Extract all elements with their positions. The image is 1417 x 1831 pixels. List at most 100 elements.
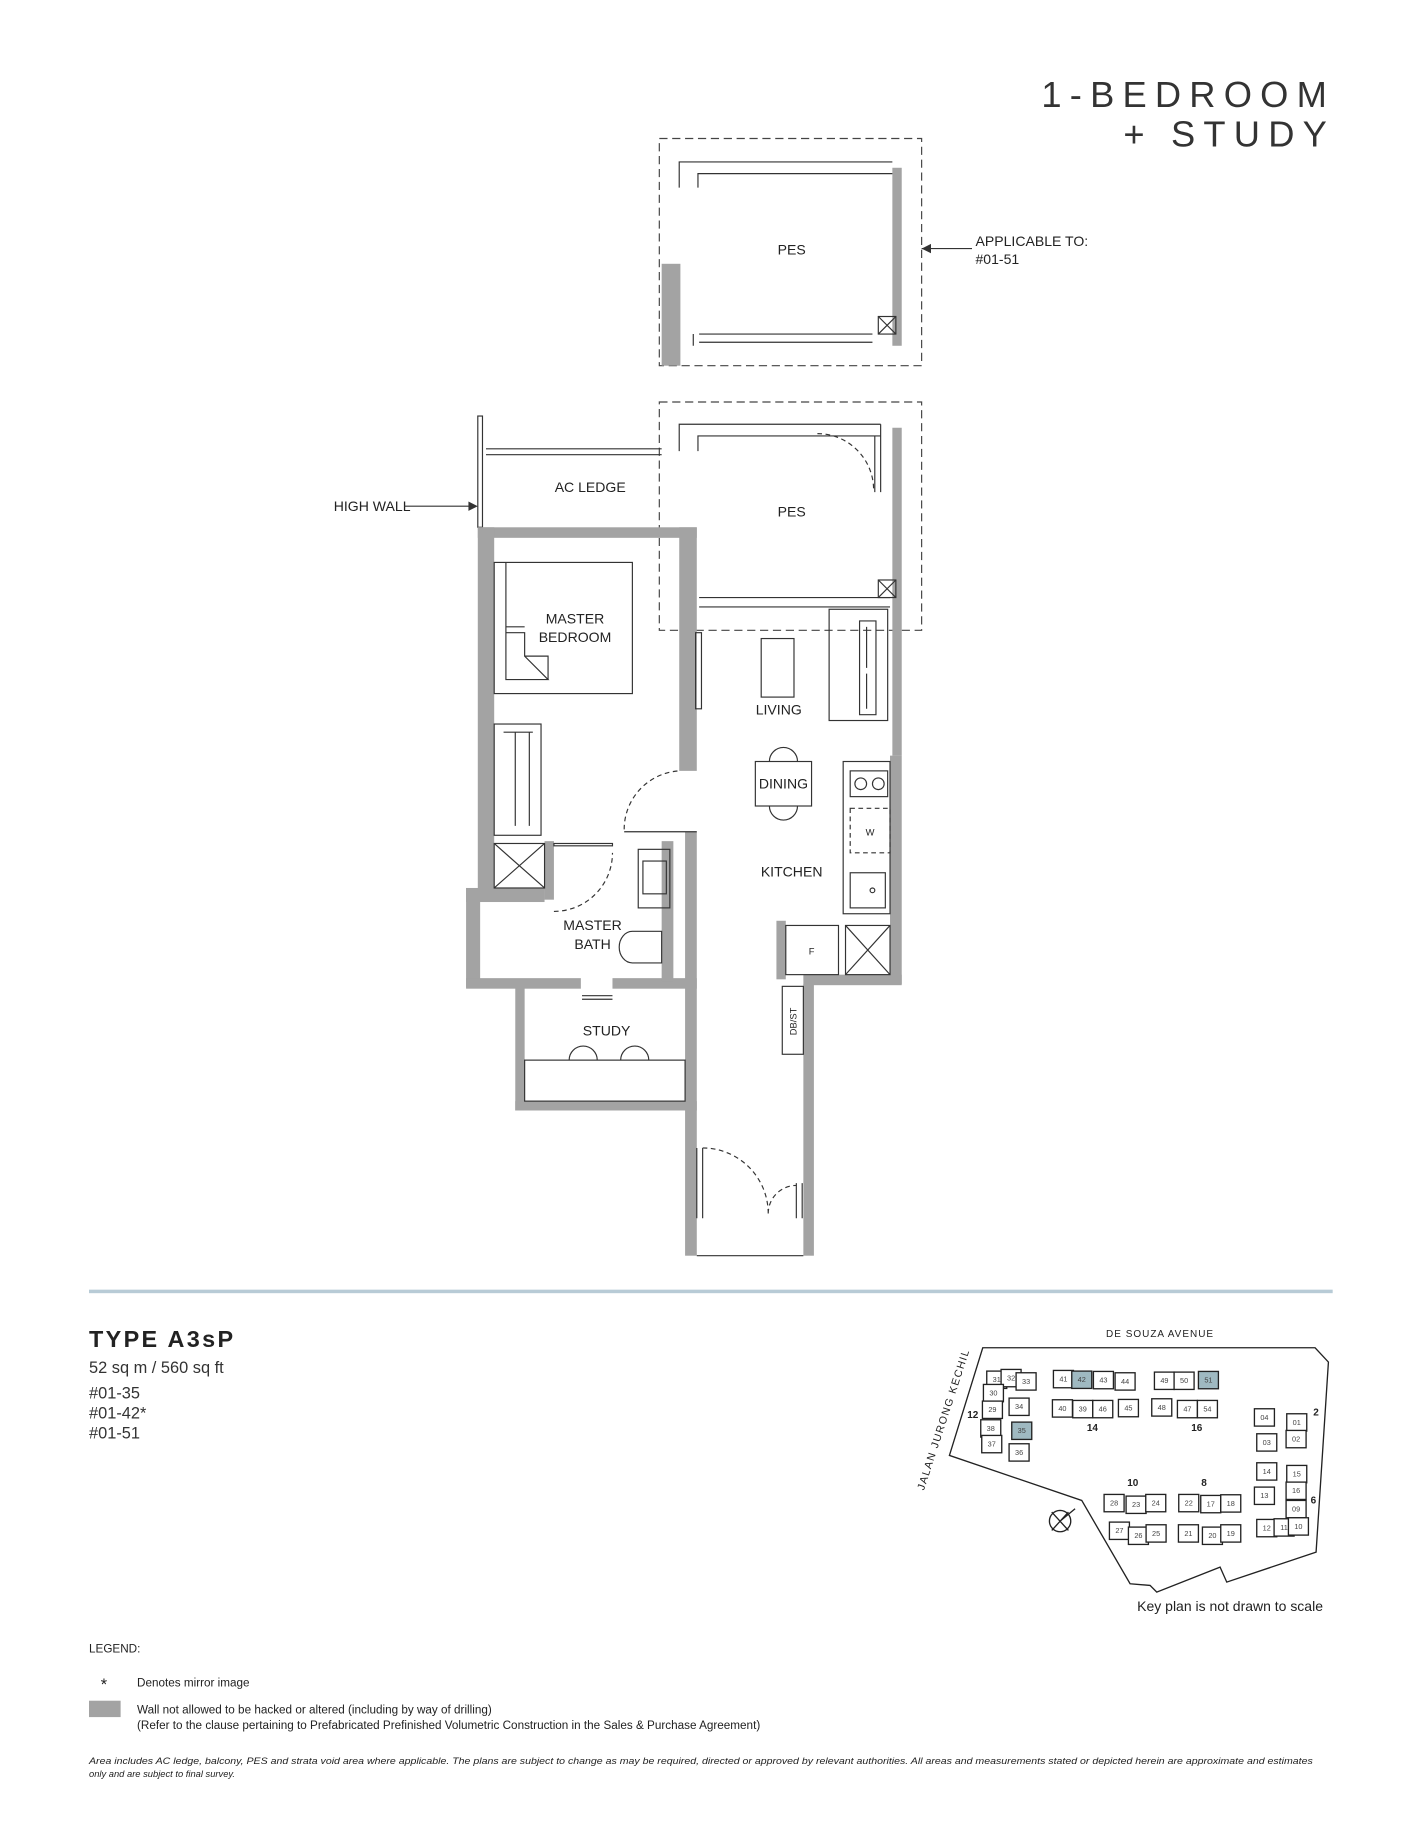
key-plan-unit-label: 18 <box>1227 1499 1235 1508</box>
key-plan-unit <box>1285 1429 1307 1449</box>
key-plan-unit-label: 34 <box>1015 1402 1023 1411</box>
key-plan-unit <box>1220 1494 1242 1513</box>
key-plan-unit <box>1253 1486 1276 1506</box>
sink-icon <box>849 872 886 909</box>
key-plan-unit-label: 27 <box>1115 1526 1123 1535</box>
key-plan-unit <box>1008 1443 1030 1462</box>
key-plan-unit <box>1114 1372 1136 1391</box>
key-plan-unit-label: 25 <box>1152 1529 1160 1538</box>
applicable-unit: #01-51 <box>976 251 1020 267</box>
legend-wall-swatch <box>89 1700 121 1718</box>
key-plan-unit <box>1177 1524 1200 1543</box>
key-plan-block-label: 16 <box>1191 1423 1203 1434</box>
high-wall-label: HIGH WALL <box>334 498 411 514</box>
key-plan-block-label: 14 <box>1087 1423 1099 1434</box>
title-line-2: + STUDY <box>1123 114 1335 155</box>
unit-area: 52 sq m / 560 sq ft <box>89 1359 224 1377</box>
key-plan-unit <box>981 1400 1004 1420</box>
key-plan-unit-label: 22 <box>1185 1498 1193 1507</box>
key-plan-unit-label: 14 <box>1263 1467 1271 1476</box>
key-plan-unit-label: 32 <box>1007 1373 1015 1382</box>
key-plan-note: Key plan is not drawn to scale <box>1137 1598 1323 1614</box>
key-plan-unit-label: 48 <box>1158 1403 1166 1412</box>
key-plan-unit-label: 20 <box>1208 1531 1216 1540</box>
key-plan-unit-label: 01 <box>1293 1418 1301 1427</box>
key-plan-block-label: 6 <box>1311 1495 1317 1506</box>
washer-icon <box>849 807 891 854</box>
key-plan-unit <box>1092 1370 1115 1390</box>
key-plan-unit-label: 13 <box>1260 1491 1268 1500</box>
key-plan-unit-label: 17 <box>1207 1499 1215 1508</box>
key-plan-unit-label: 31 <box>993 1375 1001 1384</box>
key-plan-block-label: 8 <box>1201 1478 1207 1489</box>
master-bedroom-label-2: BEDROOM <box>539 629 612 645</box>
road-label-top: DE SOUZA AVENUE <box>1106 1329 1214 1340</box>
key-plan-unit-label: 40 <box>1058 1404 1066 1413</box>
key-plan-unit-label: 54 <box>1203 1404 1211 1413</box>
legend-title: LEGEND: <box>89 1643 140 1656</box>
key-plan-unit-label: 51 <box>1204 1375 1212 1384</box>
site-boundary <box>948 1347 1330 1593</box>
key-plan-unit-label: 45 <box>1124 1403 1132 1412</box>
key-plan-unit <box>1287 1517 1310 1536</box>
key-plan-unit-label: 47 <box>1183 1404 1191 1413</box>
key-plan-unit <box>1015 1372 1037 1391</box>
key-plan-unit <box>1151 1398 1173 1417</box>
living-label: LIVING <box>756 702 802 718</box>
washer-label: W <box>866 827 875 837</box>
pes-boundary <box>658 401 923 631</box>
master-bedroom-label-1: MASTER <box>546 610 605 626</box>
key-plan-unit-label: 44 <box>1121 1377 1129 1386</box>
floor-plan: PES APPLICABLE TO: #01-51 AC LEDGE HIGH … <box>334 137 1089 1257</box>
unit-number: #01-35 <box>89 1385 140 1403</box>
key-plan-unit-label: 33 <box>1022 1377 1030 1386</box>
road-label-left: JALAN JURONG KECHIL <box>915 1347 972 1491</box>
key-plan-unit <box>1008 1397 1030 1417</box>
key-plan-unit <box>1285 1481 1307 1501</box>
key-plan-unit-label: 26 <box>1134 1531 1142 1540</box>
dbst-label: DB/ST <box>788 1007 798 1035</box>
key-plan-unit <box>1220 1524 1242 1543</box>
master-bath-label-2: BATH <box>574 936 610 952</box>
key-plan-unit <box>1092 1399 1114 1419</box>
alt-pes-label: PES <box>778 241 806 257</box>
key-plan-unit-label: 42 <box>1078 1375 1086 1384</box>
mirror-star-icon: * <box>101 1676 108 1694</box>
wardrobe-icon <box>493 723 542 836</box>
key-plan-unit-label: 46 <box>1099 1404 1107 1413</box>
key-plan-block-label: 12 <box>967 1410 979 1421</box>
master-bath-label-1: MASTER <box>563 917 622 933</box>
shaft-icon <box>493 842 546 889</box>
basin-icon <box>637 848 671 909</box>
key-plan-unit-label: 39 <box>1079 1404 1087 1413</box>
study-label: STUDY <box>583 1023 631 1039</box>
dbst-box <box>781 985 804 1055</box>
study-desk <box>524 1059 686 1102</box>
key-plan: DE SOUZA AVENUE JALAN JURONG KECHIL 31 32… <box>915 1329 1330 1614</box>
unit-type-name: TYPE A3sP <box>89 1326 235 1352</box>
key-plan-unit-label: 41 <box>1059 1374 1067 1383</box>
key-plan-unit-label: 19 <box>1227 1529 1235 1538</box>
key-plan-unit <box>1178 1493 1200 1513</box>
key-plan-unit-label: 12 <box>1263 1523 1271 1532</box>
unit-number: #01-42* <box>89 1404 147 1422</box>
tv-console <box>760 637 795 698</box>
toilet-icon <box>618 930 663 964</box>
shaft-icon <box>844 924 891 976</box>
applicable-label: APPLICABLE TO: <box>976 233 1089 249</box>
fridge-label: F <box>809 947 815 957</box>
legend-mirror-text: Denotes mirror image <box>137 1677 250 1690</box>
key-plan-unit-highlighted <box>1197 1370 1220 1390</box>
key-plan-unit <box>1196 1399 1219 1419</box>
hob-icon <box>849 770 889 798</box>
key-plan-unit-label: 10 <box>1294 1522 1302 1531</box>
key-plan-block-label: 2 <box>1313 1407 1319 1418</box>
pes-label: PES <box>778 504 806 520</box>
key-plan-unit-label: 29 <box>988 1405 996 1414</box>
footnote-line-1: Area includes AC ledge, balcony, PES and… <box>88 1756 1313 1766</box>
key-plan-block-label: 10 <box>1127 1478 1139 1489</box>
key-plan-unit-label: 04 <box>1260 1413 1268 1422</box>
key-plan-unit <box>1145 1524 1167 1543</box>
key-plan-unit <box>1256 1462 1278 1481</box>
key-plan-unit <box>1253 1408 1276 1427</box>
